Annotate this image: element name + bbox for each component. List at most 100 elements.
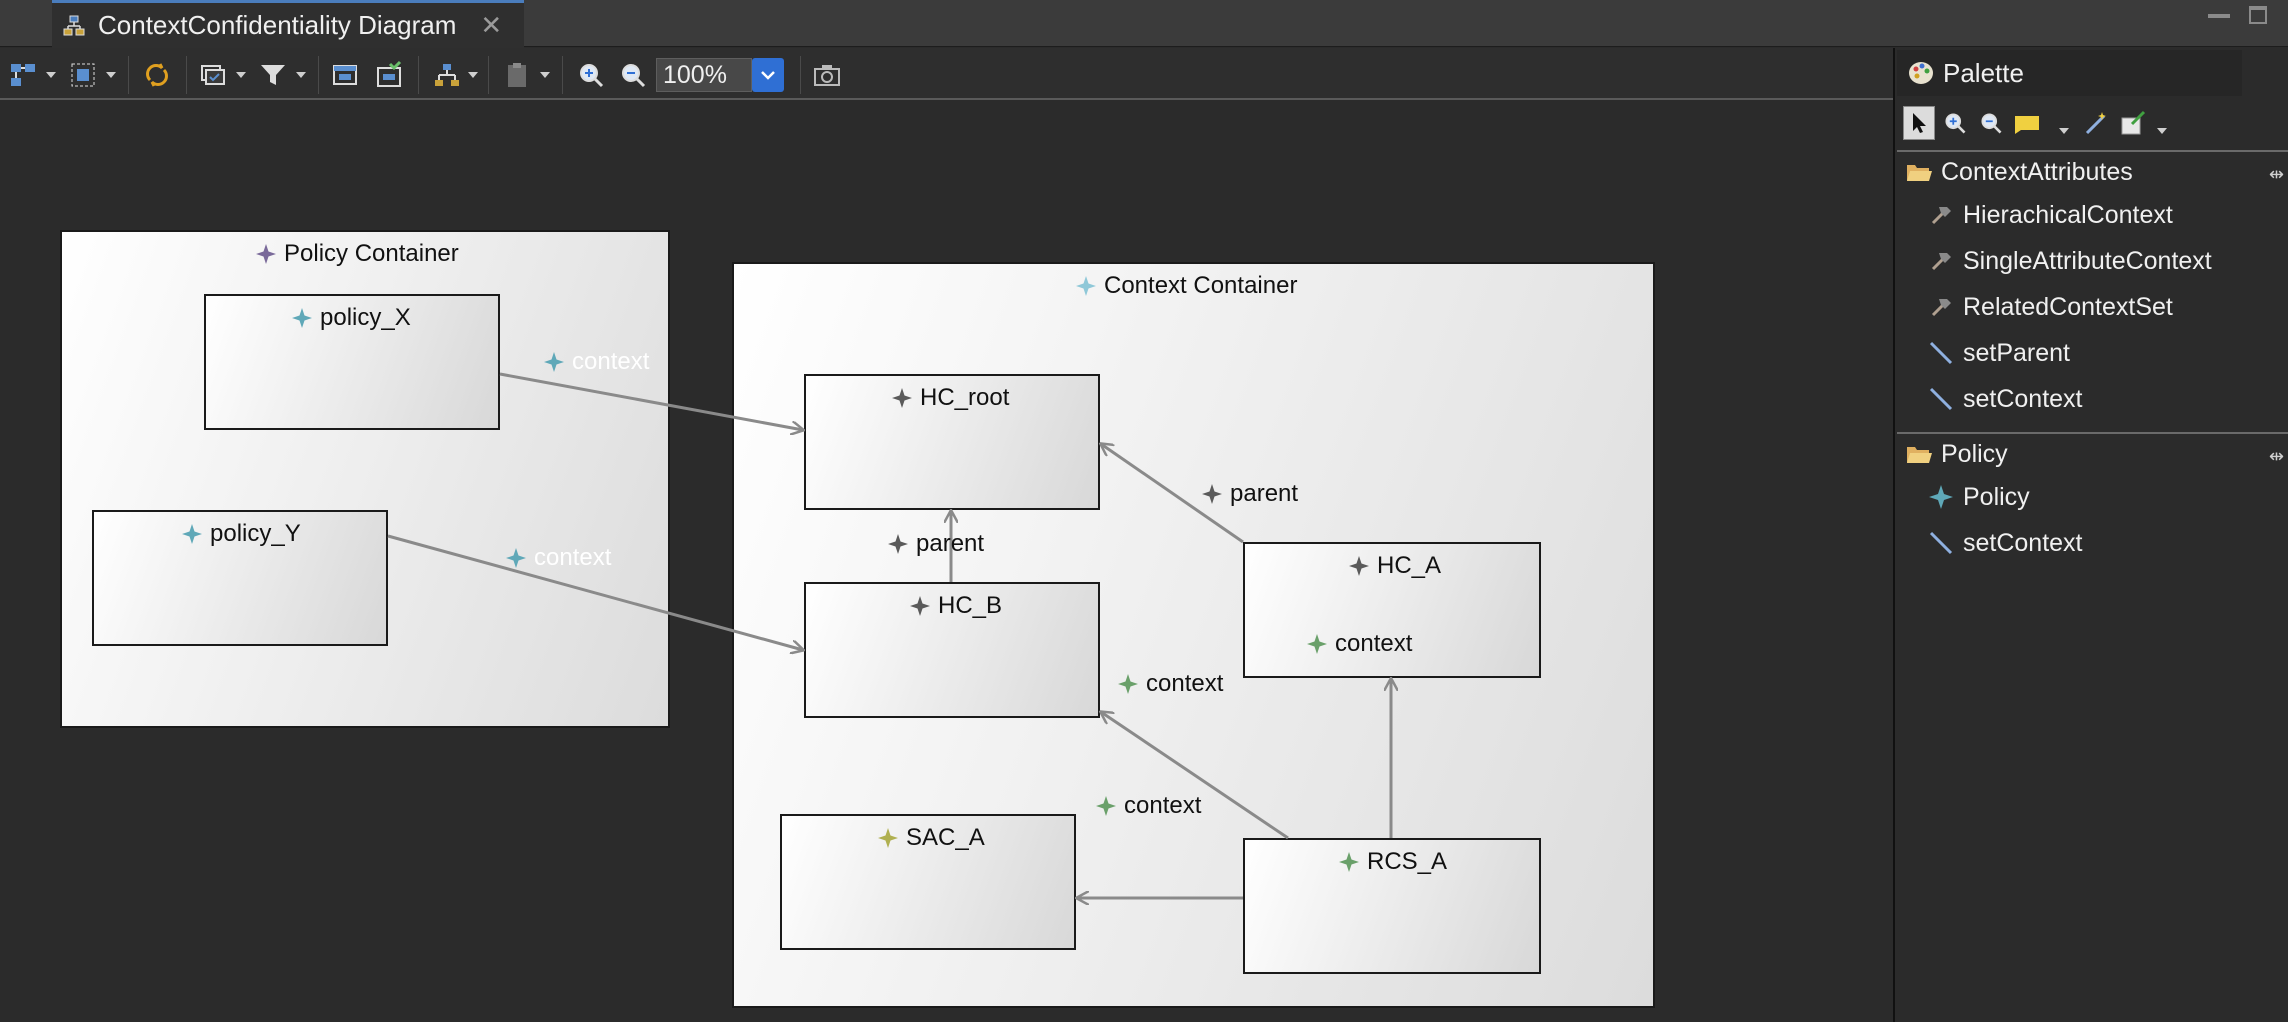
policy-x-label: policy_X <box>320 304 411 331</box>
palette-entry-hierachical-context[interactable]: HierachicalContext <box>1897 192 2288 238</box>
toolbar-separator <box>318 56 319 94</box>
container-icon <box>256 244 276 264</box>
policy-x-node[interactable]: policy_X <box>204 294 500 430</box>
palette-entry-label: HierachicalContext <box>1963 200 2173 229</box>
edge-policy-x-to-hc-root[interactable] <box>499 372 803 430</box>
zoom-in-icon[interactable] <box>576 60 606 90</box>
show-element-icon[interactable] <box>374 60 404 90</box>
folder-open-icon <box>1907 447 1932 463</box>
palette-entry-policy[interactable]: Policy <box>1897 474 2288 520</box>
hierarchical-context-icon <box>892 388 912 408</box>
zoom-out-icon[interactable] <box>1975 106 2007 140</box>
select-tool-icon[interactable] <box>1903 106 1935 140</box>
select-all-icon[interactable] <box>68 60 98 90</box>
representation-dropdown-icon[interactable] <box>2157 128 2167 134</box>
camera-icon[interactable] <box>812 60 842 90</box>
policy-y-node[interactable]: policy_Y <box>92 510 388 646</box>
hammer-icon <box>1931 253 1951 271</box>
toolbar-separator <box>128 56 129 94</box>
edge-policy-y-to-hc-b[interactable] <box>387 534 803 650</box>
zoom-dropdown-button[interactable] <box>752 58 784 92</box>
representation-link-icon[interactable] <box>2117 106 2149 140</box>
diagram-toolbar: 100% <box>0 48 1893 100</box>
palette-entry-label: Policy <box>1963 482 2030 511</box>
note-dropdown-icon[interactable] <box>2059 128 2069 134</box>
palette-entry-set-context[interactable]: setContext <box>1897 376 2288 422</box>
palette-entry-label: setContext <box>1963 384 2083 413</box>
palette-header[interactable]: Palette <box>1897 50 2242 96</box>
paste-icon[interactable] <box>502 60 532 90</box>
arrange-all-icon[interactable] <box>8 60 38 90</box>
note-attachment-icon[interactable] <box>2081 106 2113 140</box>
note-icon[interactable] <box>2011 106 2043 140</box>
policy-icon <box>506 548 526 568</box>
filter-dropdown-icon[interactable] <box>296 72 306 78</box>
context-container-label: Context Container <box>1104 272 1298 299</box>
paste-dropdown-icon[interactable] <box>540 72 550 78</box>
drawer-header-policy[interactable]: Policy ⇹ <box>1897 432 2288 474</box>
minimize-icon[interactable] <box>2208 14 2230 18</box>
toolbar-separator <box>488 56 489 94</box>
hc-b-label: HC_B <box>938 592 1003 619</box>
edge-label-rcs-sac-context: context <box>1124 792 1202 819</box>
palette-entry-single-attribute-context[interactable]: SingleAttributeContext <box>1897 238 2288 284</box>
hide-element-icon[interactable] <box>330 60 360 90</box>
policy-container-label: Policy Container <box>284 240 459 267</box>
policy-icon <box>182 524 202 544</box>
close-tab-icon[interactable]: ✕ <box>480 10 503 40</box>
select-dropdown-icon[interactable] <box>106 72 116 78</box>
edge-label-hc-a-parent: parent <box>1230 480 1299 507</box>
edge-rcs-a-to-hc-b[interactable] <box>1101 712 1289 840</box>
diagram-canvas[interactable]: Policy Container Context Container polic… <box>0 100 1893 1022</box>
hc-a-node[interactable]: HC_A context <box>1243 542 1541 678</box>
hierarchical-context-icon <box>1202 484 1222 504</box>
palette-entry-label: RelatedContextSet <box>1963 292 2173 321</box>
sac-a-label: SAC_A <box>906 824 985 851</box>
layout-icon[interactable] <box>432 60 462 90</box>
policy-node-icon <box>1929 485 1953 509</box>
edge-label-policy-x-context: context <box>572 348 650 375</box>
arrange-dropdown-icon[interactable] <box>46 72 56 78</box>
layers-dropdown-icon[interactable] <box>236 72 246 78</box>
filter-icon[interactable] <box>258 60 288 90</box>
hc-b-node[interactable]: HC_B <box>804 582 1100 718</box>
pin-icon[interactable]: ⇹ <box>2268 446 2284 466</box>
pin-icon[interactable]: ⇹ <box>2268 164 2284 184</box>
toolbar-separator <box>186 56 187 94</box>
drawer-header-context-attributes[interactable]: ContextAttributes ⇹ <box>1897 150 2288 192</box>
diagram-icon <box>63 15 85 35</box>
palette-entry-set-parent[interactable]: setParent <box>1897 330 2288 376</box>
rcs-a-node[interactable]: RCS_A <box>1243 838 1541 974</box>
edge-label-policy-y-context: context <box>534 544 612 571</box>
toolbar-separator <box>418 56 419 94</box>
drawer-title-context-attributes: ContextAttributes <box>1941 157 2133 186</box>
maximize-icon[interactable] <box>2249 6 2267 24</box>
refresh-icon[interactable] <box>142 60 172 90</box>
hierarchical-context-icon <box>910 596 930 616</box>
palette-entry-related-context-set[interactable]: RelatedContextSet <box>1897 284 2288 330</box>
hc-a-label: HC_A <box>1377 552 1442 579</box>
context-icon <box>1307 634 1327 654</box>
layout-dropdown-icon[interactable] <box>468 72 478 78</box>
folder-open-icon <box>1907 165 1932 181</box>
sac-a-node[interactable]: SAC_A <box>780 814 1076 950</box>
zoom-level-field[interactable]: 100% <box>656 58 752 92</box>
toolbar-separator <box>800 56 801 94</box>
zoom-in-icon[interactable] <box>1939 106 1971 140</box>
connection-icon <box>1929 387 1953 411</box>
palette-entry-label: setContext <box>1963 528 2083 557</box>
connection-icon <box>1929 341 1953 365</box>
container-icon <box>1076 276 1096 296</box>
editor-tab[interactable]: ContextConfidentiality Diagram ✕ <box>52 0 524 48</box>
palette-panel: Palette <box>1893 48 2288 1022</box>
zoom-out-icon[interactable] <box>618 60 648 90</box>
palette-entry-label: SingleAttributeContext <box>1963 246 2212 275</box>
policy-icon <box>544 352 564 372</box>
layers-icon[interactable] <box>198 60 228 90</box>
hierarchical-context-icon <box>888 534 908 554</box>
edge-hc-a-to-hc-root[interactable] <box>1101 444 1244 544</box>
palette-entry-policy-set-context[interactable]: setContext <box>1897 520 2288 566</box>
hc-root-node[interactable]: HC_root <box>804 374 1100 510</box>
palette-icon <box>1909 62 1933 84</box>
